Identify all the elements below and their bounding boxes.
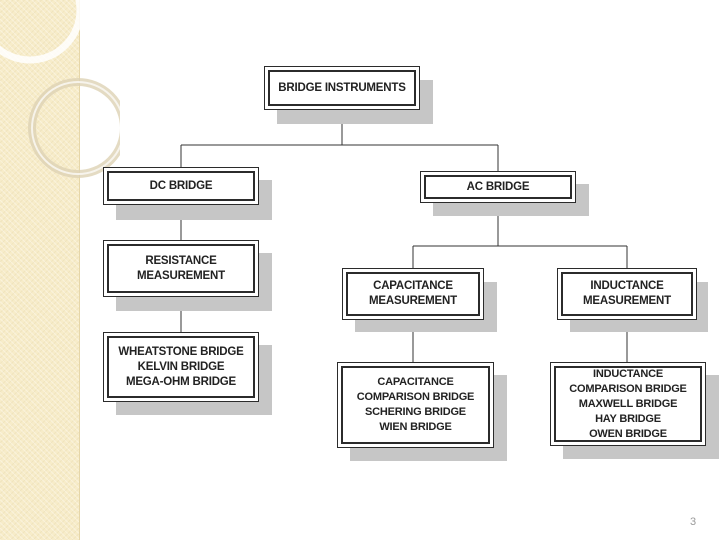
node-label: RESISTANCE MEASUREMENT (137, 254, 225, 282)
node-dc-bridge-list: WHEATSTONE BRIDGE KELVIN BRIDGE MEGA-OHM… (103, 332, 259, 402)
node-label: CAPACITANCE MEASUREMENT (369, 280, 457, 307)
node-capacitance-bridge-list: CAPACITANCE COMPARISON BRIDGE SCHERING B… (337, 362, 494, 448)
node-label: BRIDGE INSTRUMENTS (278, 81, 406, 94)
node-capacitance-measurement: CAPACITANCE MEASUREMENT (342, 268, 484, 320)
node-ac-bridge: AC BRIDGE (420, 171, 576, 203)
decorative-side-strip (0, 0, 80, 540)
page-number: 3 (690, 516, 697, 528)
node-label: AC BRIDGE (466, 180, 530, 193)
node-bridge-instruments: BRIDGE INSTRUMENTS (264, 66, 420, 110)
node-label: INDUCTANCE MEASUREMENT (583, 280, 671, 307)
node-label: DC BRIDGE (149, 179, 213, 192)
node-label: CAPACITANCE COMPARISON BRIDGE SCHERING B… (356, 376, 475, 433)
node-inductance-bridge-list: INDUCTANCE COMPARISON BRIDGE MAXWELL BRI… (550, 362, 706, 446)
node-label: INDUCTANCE COMPARISON BRIDGE MAXWELL BRI… (569, 367, 687, 440)
node-label: WHEATSTONE BRIDGE KELVIN BRIDGE MEGA-OHM… (118, 345, 244, 388)
decorative-circles (0, 0, 120, 178)
node-resistance-measurement: RESISTANCE MEASUREMENT (103, 240, 259, 297)
node-dc-bridge: DC BRIDGE (103, 167, 259, 205)
node-inductance-measurement: INDUCTANCE MEASUREMENT (557, 268, 697, 320)
